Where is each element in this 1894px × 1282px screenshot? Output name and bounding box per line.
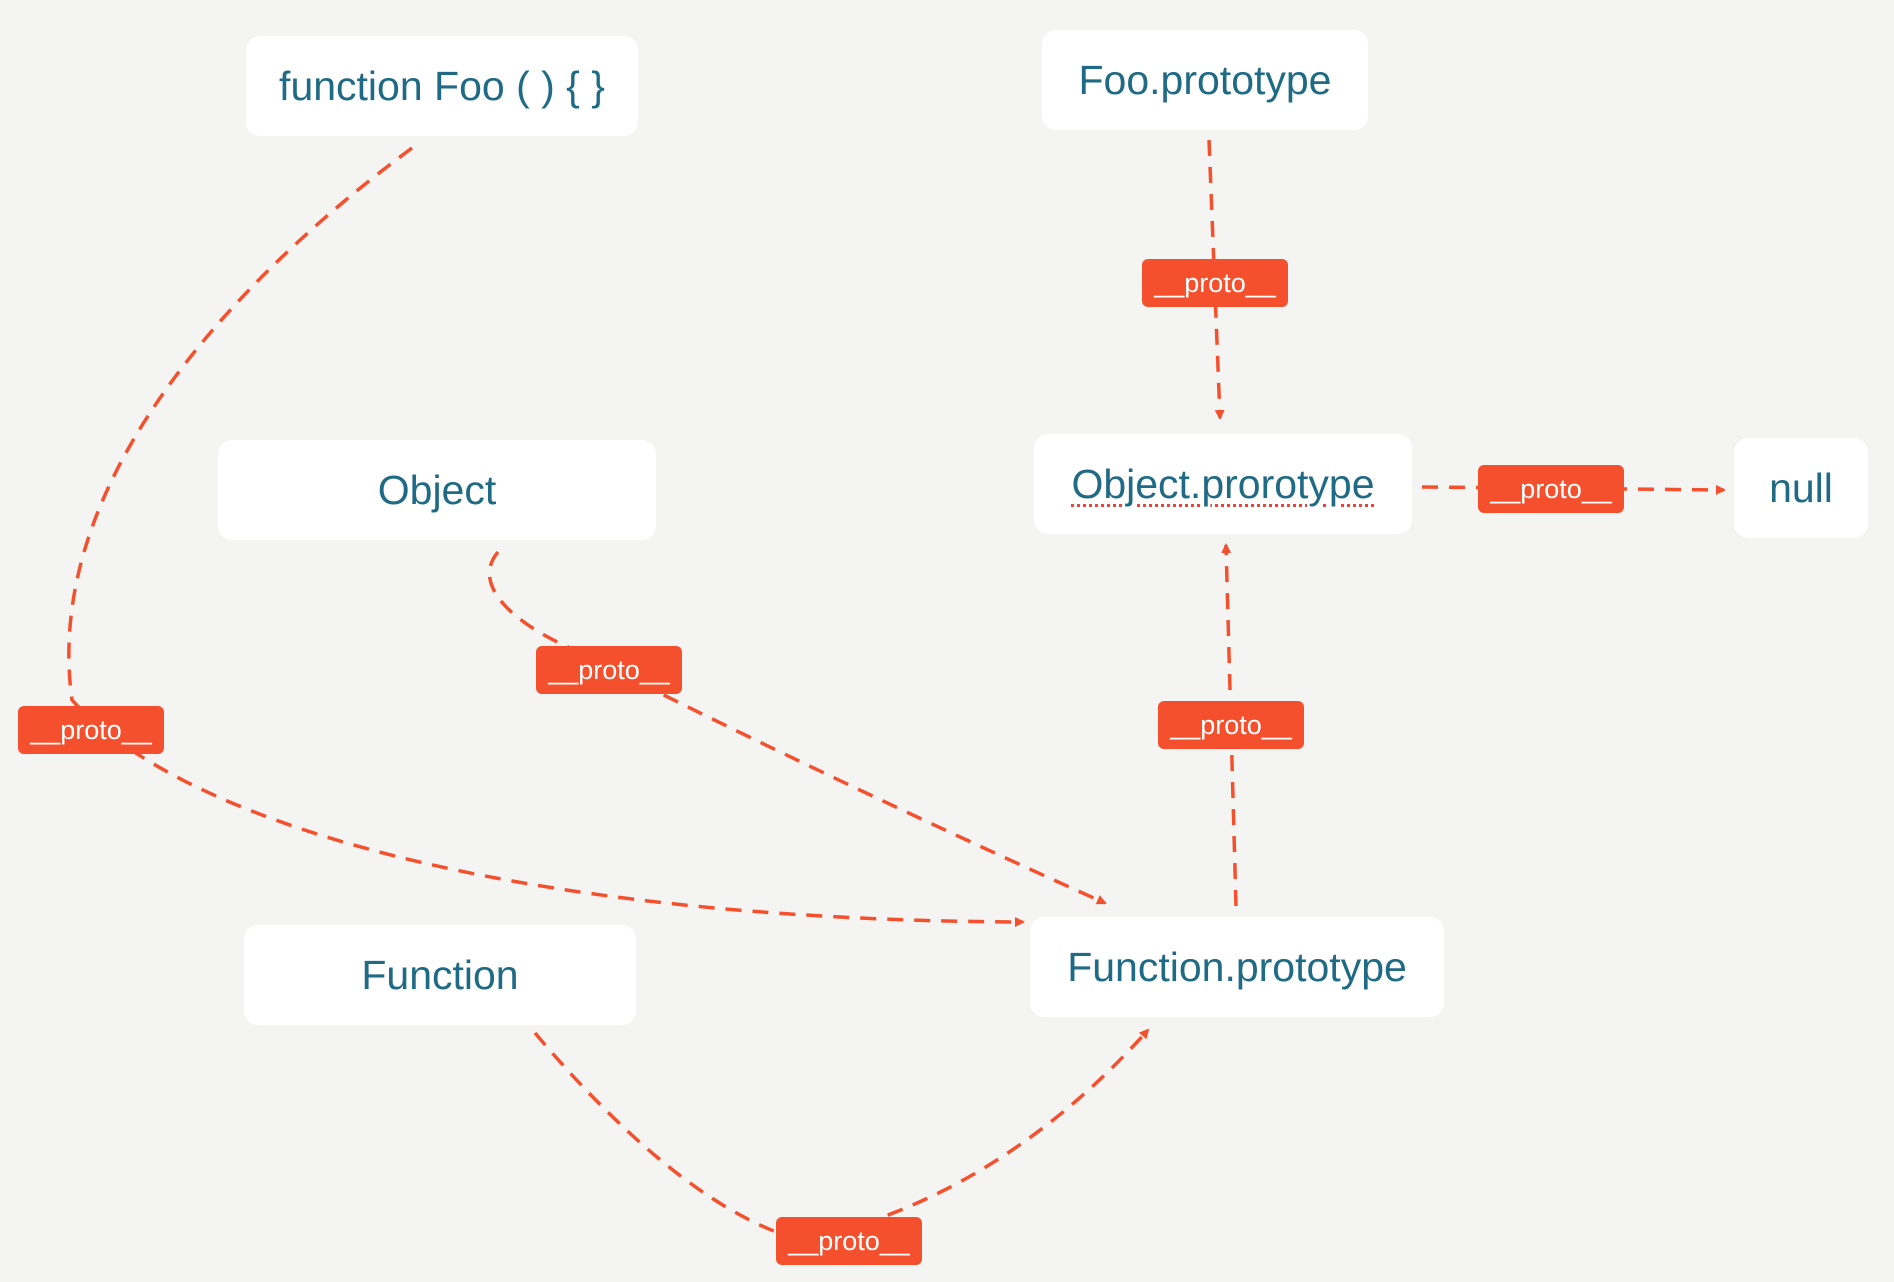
node-null: null	[1734, 438, 1868, 538]
edge-function-to-function-prototype	[533, 1028, 1150, 1242]
edge-object-to-function-prototype	[487, 550, 1107, 905]
edge-function-prototype-to-object-prototype	[1221, 543, 1238, 907]
proto-badge-object: __proto__	[536, 646, 682, 694]
edge-object-prototype-to-null	[1421, 484, 1726, 495]
node-foo-function: function Foo ( ) { }	[246, 36, 638, 136]
node-function: Function	[244, 925, 636, 1025]
proto-badge-foo-prototype: __proto__	[1142, 259, 1288, 307]
proto-badge-function-prototype: __proto__	[1158, 701, 1304, 749]
node-function-prototype: Function.prototype	[1030, 917, 1444, 1017]
node-object-prototype: Object.prorotype	[1034, 434, 1412, 534]
node-object: Object	[218, 440, 656, 540]
proto-badge-object-prototype-null: __proto__	[1478, 465, 1624, 513]
proto-badge-foo-function: __proto__	[18, 706, 164, 754]
proto-badge-function: __proto__	[776, 1217, 922, 1265]
node-foo-prototype: Foo.prototype	[1042, 30, 1368, 130]
